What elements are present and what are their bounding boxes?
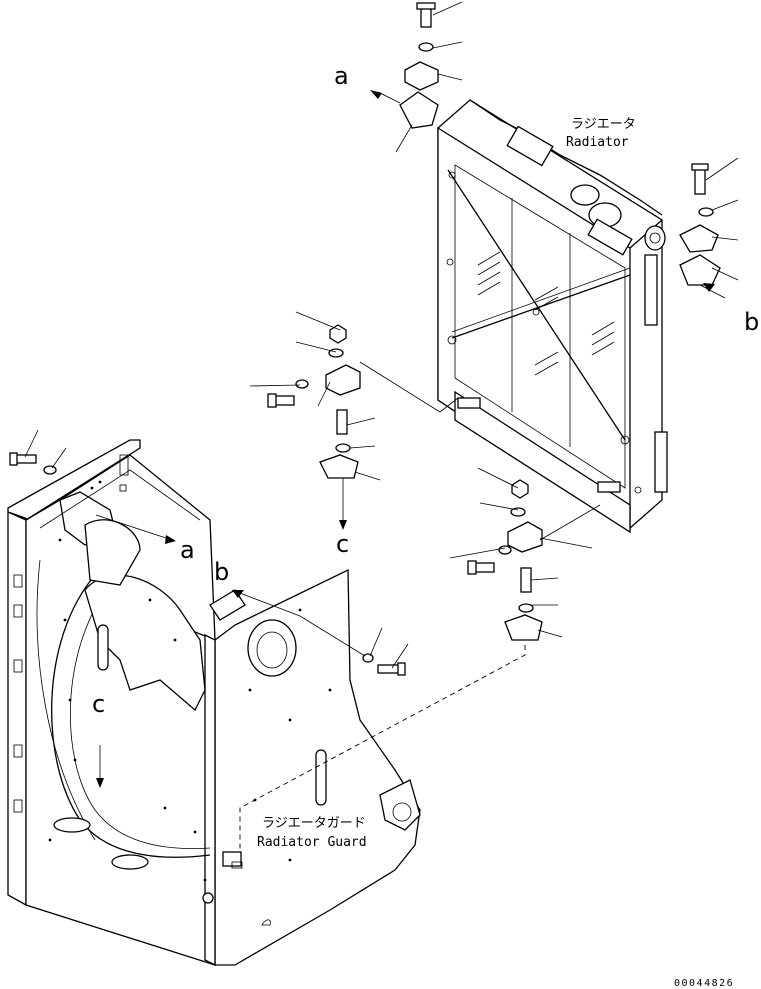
radiator-guard-label-jp: ラジエータガード	[262, 816, 366, 831]
arrowheads	[96, 90, 715, 788]
radiator-assembly	[437, 99, 668, 534]
ref-c-guard: c	[92, 690, 105, 718]
radiator-guard-label-en: Radiator Guard	[257, 835, 367, 850]
ref-a-top: a	[334, 62, 349, 90]
radiator-label-en: Radiator	[566, 135, 629, 150]
ref-b-guard: b	[214, 558, 229, 586]
radiator-guard	[7, 439, 421, 967]
document-number: 00044826	[674, 978, 734, 989]
ref-a-guard: a	[180, 536, 195, 564]
ref-c-mount: c	[336, 530, 349, 558]
fasteners	[9, 2, 721, 676]
guard-mount-dashed-line	[239, 645, 526, 850]
leader-lines	[24, 1, 739, 778]
radiator-label-jp: ラジエータ	[571, 117, 636, 132]
ref-b-right: b	[744, 308, 759, 336]
